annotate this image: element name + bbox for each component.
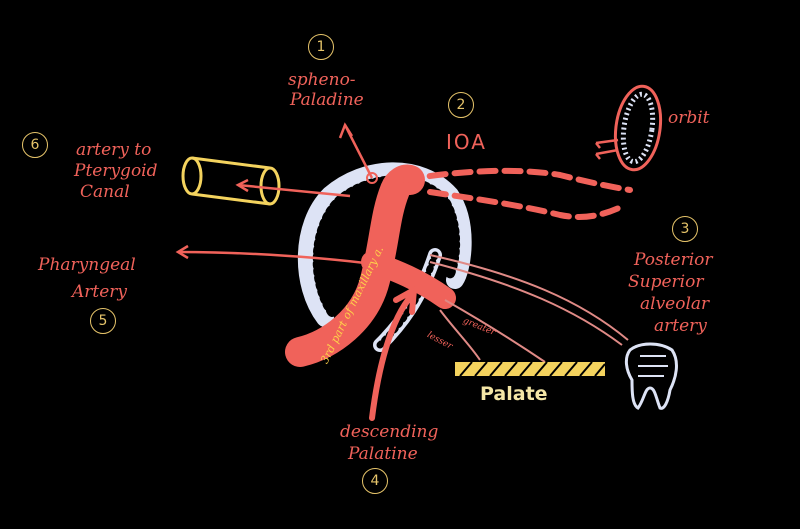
label-pterygoid-line3: Canal [80,182,130,202]
label-posterior-line3: alveolar [640,294,710,314]
tooth-shape [624,342,678,410]
label-orbit: orbit [668,108,710,128]
label-posterior-line2: Superior [628,272,704,292]
label-spheno-line2: Paladine [290,90,364,110]
greater-palatine [444,299,546,363]
number-4: 4 [362,468,388,494]
number-6: 6 [22,132,48,158]
label-descending-line2: Palatine [348,444,418,464]
pharyngeal-artery-line [177,250,381,267]
number-1: 1 [308,34,334,60]
psaa-line-2 [429,261,623,346]
label-descending-line1: descending [340,422,439,442]
label-pharyngeal-line2: Artery [72,282,128,302]
sphenopalatine-arrowhead [338,122,354,139]
label-palate: Palate [480,383,548,405]
label-ioa: IOA [446,130,487,154]
pterygoid-artery-line [237,183,351,198]
descending-palatine-arrow [369,292,415,421]
tooth-hatch [638,355,668,377]
pterygoid-canal [181,156,281,206]
number-3: 3 [672,216,698,242]
infraorbital-artery-lower [427,189,628,220]
lesser-palatine [439,309,481,361]
label-pterygoid-line1: artery to [76,140,152,160]
sphenopalatine-foramen [366,172,378,184]
psaa-line [429,254,629,341]
orbit-shape [613,84,663,172]
number-5: 5 [90,308,116,334]
palate-hatch [459,361,606,377]
label-posterior-line1: Posterior [634,250,713,270]
label-pharyngeal-line1: Pharyngeal [38,255,136,275]
orbit-inner [620,91,656,165]
label-pterygoid-line2: Pterygoid [74,161,158,181]
label-posterior-line4: artery [654,316,707,336]
maxillary-artery-third-part [285,164,425,367]
pterygoid-arrowhead [235,178,249,193]
pharyngeal-arrowhead [175,244,189,260]
descending-palatine-arrowhead [393,284,418,315]
infraorbital-artery [402,167,633,193]
label-spheno-line1: spheno- [288,70,356,90]
number-2: 2 [448,92,474,118]
orbit-vessels [595,138,619,160]
